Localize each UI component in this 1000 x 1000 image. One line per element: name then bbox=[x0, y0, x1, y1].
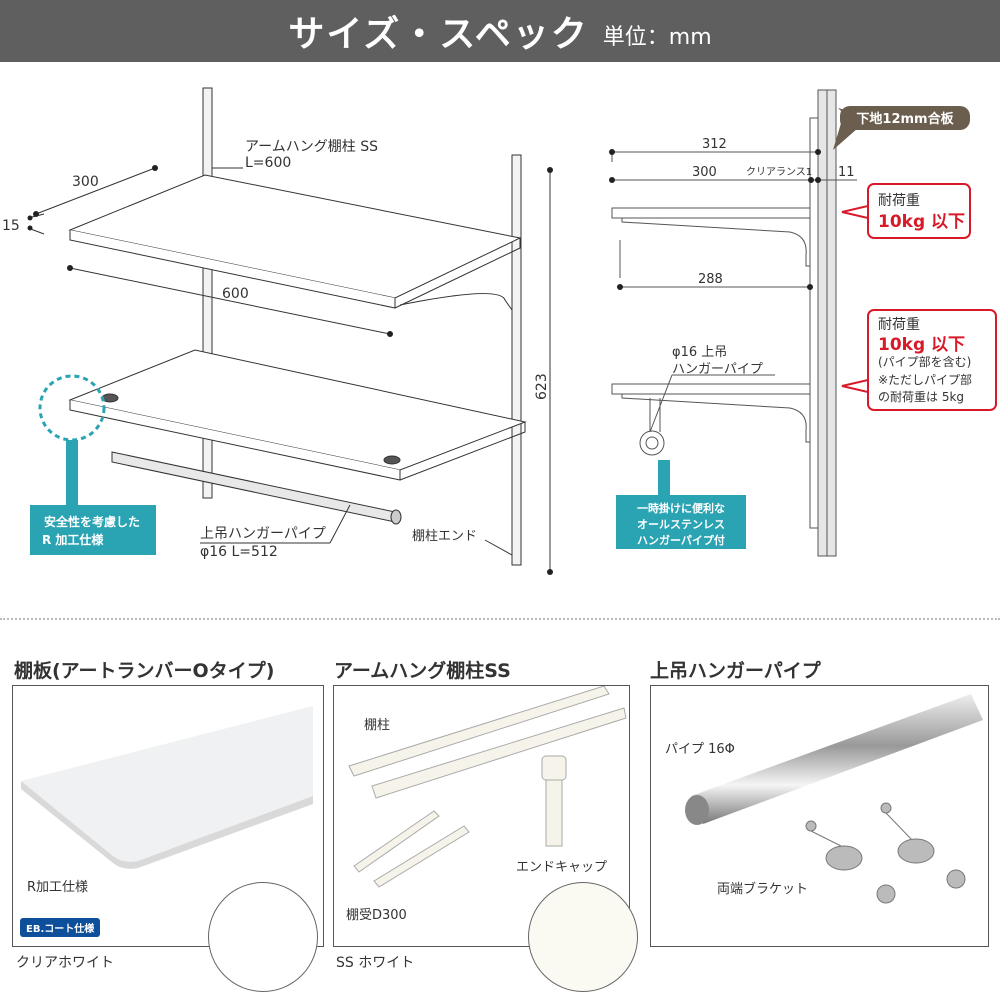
pipe-label: φ16 上吊 bbox=[672, 345, 727, 360]
brackets-label: 両端ブラケット bbox=[717, 882, 809, 897]
callout-line: ハンガーパイプ付 bbox=[637, 533, 725, 547]
color-name: SS ホワイト bbox=[336, 955, 415, 971]
shelf-board-image bbox=[21, 706, 313, 869]
section-divider bbox=[0, 618, 1000, 620]
pillar-label: アームハング棚柱 SS bbox=[245, 139, 378, 155]
panel-title-pillar: アームハング棚柱SS bbox=[334, 660, 511, 682]
pipe-size-label: パイプ 16Φ bbox=[665, 742, 735, 757]
end-cap-label: エンドキャップ bbox=[516, 860, 608, 875]
end-cap-label: 棚柱エンド bbox=[412, 529, 477, 544]
dim-11: 11 bbox=[838, 165, 855, 180]
hanger-pipe-panel: パイプ 16Φ 両端ブラケット bbox=[650, 685, 989, 947]
header-bar: サイズ・スペック 単位：mm bbox=[0, 0, 1000, 62]
dim-300: 300 bbox=[692, 165, 717, 180]
callout-line: R 加工仕様 bbox=[42, 532, 104, 547]
load-value: 10kg 以下 bbox=[878, 335, 965, 355]
pillar-parts-image bbox=[348, 686, 627, 888]
plywood-badge: 下地12mm合板 bbox=[856, 111, 954, 127]
dim-depth: 300 bbox=[72, 174, 99, 190]
callout-line: 安全性を考慮した bbox=[44, 514, 140, 529]
load-note: の耐荷重は 5kg bbox=[878, 390, 964, 404]
page-title: サイズ・スペック bbox=[288, 14, 589, 55]
dim-thickness: 15 bbox=[2, 218, 20, 234]
clearance-label: クリアランス1 bbox=[746, 166, 812, 178]
pipe-label: ハンガーパイプ bbox=[672, 362, 763, 377]
color-swatch-clear-white bbox=[208, 882, 318, 992]
panel-title-hanger-pipe: 上吊ハンガーパイプ bbox=[650, 660, 821, 682]
pillar-length: L=600 bbox=[245, 155, 291, 171]
load-note: ※ただしパイプ部 bbox=[878, 372, 972, 387]
dim-312: 312 bbox=[702, 137, 727, 152]
unit-label: 単位：mm bbox=[602, 25, 712, 50]
dim-height: 623 bbox=[534, 373, 550, 400]
pipe-length: φ16 L=512 bbox=[200, 544, 278, 560]
eb-coat-badge: EB.コート仕様 bbox=[20, 918, 101, 937]
r-finish-label: R加工仕様 bbox=[27, 880, 89, 895]
callout-line: 一時掛けに便利な bbox=[637, 501, 725, 515]
color-swatch-ss-white bbox=[528, 882, 638, 992]
load-label: 耐荷重 bbox=[878, 317, 920, 333]
panel-title-shelf-board: 棚板(アートランバーOタイプ) bbox=[14, 660, 275, 682]
load-note: (パイプ部を含む) bbox=[878, 354, 971, 369]
dim-width: 600 bbox=[222, 286, 249, 302]
hanger-pipe-image bbox=[685, 694, 983, 904]
load-value: 10kg 以下 bbox=[878, 212, 965, 232]
r-corner-highlight bbox=[38, 374, 106, 442]
bracket-label: 棚受D300 bbox=[346, 908, 407, 923]
load-label: 耐荷重 bbox=[878, 193, 920, 209]
pipe-label: 上吊ハンガーパイプ bbox=[200, 526, 326, 542]
callout-line: オールステンレス bbox=[637, 518, 725, 531]
pillar-label: 棚柱 bbox=[364, 718, 391, 733]
dim-288: 288 bbox=[698, 272, 723, 287]
color-name: クリアホワイト bbox=[16, 955, 114, 971]
side-view-diagram: 312 300 クリアランス1 11 288 φ16 上吊 ハンガーパイプ 下地… bbox=[609, 89, 997, 557]
shelf-assembly-diagram: 安全性を考慮した R 加工仕様 300 15 600 623 アームハング棚柱 … bbox=[2, 87, 553, 575]
